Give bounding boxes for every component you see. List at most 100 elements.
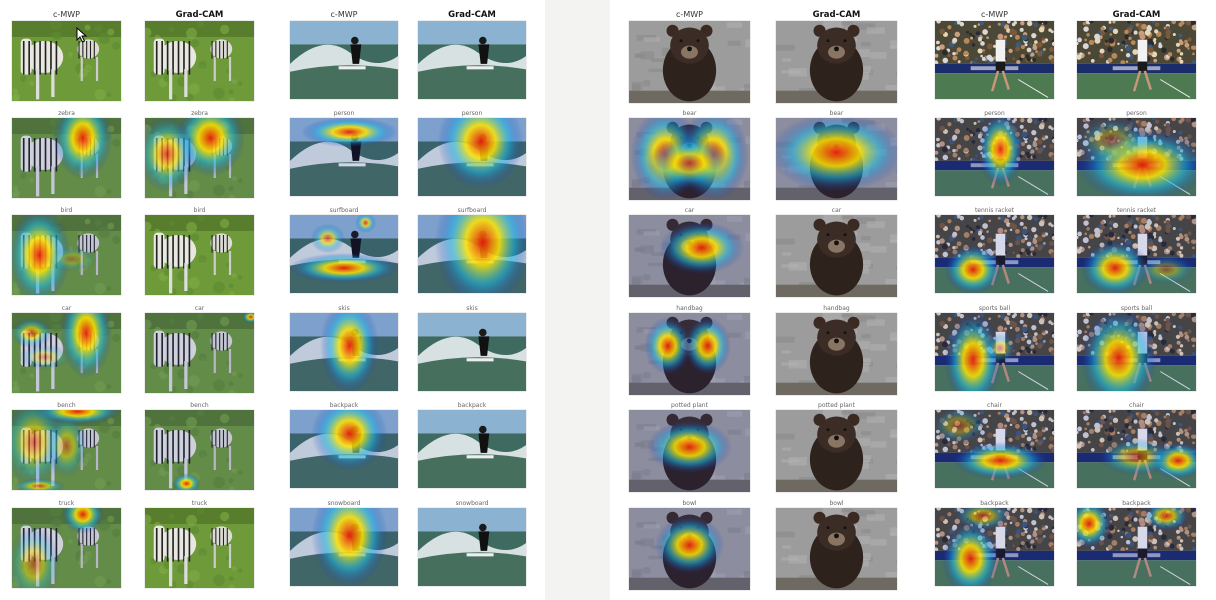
class-label: snowboard bbox=[327, 500, 361, 507]
column-title: c-MWP bbox=[981, 10, 1008, 19]
heatmap-image bbox=[629, 118, 750, 200]
class-label: backpack bbox=[329, 402, 359, 409]
heatmap-image bbox=[12, 508, 121, 588]
heatmap-blob bbox=[1077, 508, 1112, 549]
heatmap-image bbox=[1077, 215, 1196, 293]
heatmap-blob bbox=[12, 525, 60, 588]
heatmap-blob bbox=[311, 508, 388, 586]
heatmap-blob bbox=[944, 313, 1002, 391]
heatmap-blob bbox=[1077, 118, 1151, 167]
class-label: bear bbox=[829, 110, 844, 117]
heatmap-blob bbox=[45, 414, 88, 478]
heatmap-image bbox=[290, 410, 398, 488]
class-label: potted plant bbox=[818, 402, 855, 409]
heatmap-image bbox=[12, 410, 121, 490]
heatmap-blob bbox=[12, 215, 71, 295]
heatmap-blob bbox=[172, 473, 201, 490]
heatmap-image bbox=[12, 215, 121, 295]
heatmap-image bbox=[290, 215, 398, 293]
class-label: car bbox=[831, 207, 842, 214]
original-image bbox=[1077, 21, 1196, 99]
class-label: potted plant bbox=[671, 402, 708, 409]
heatmap-blob bbox=[646, 136, 733, 190]
original-image bbox=[290, 21, 398, 99]
class-label: bowl bbox=[829, 500, 844, 507]
heatmap-blob bbox=[242, 313, 254, 324]
heatmap-blob bbox=[301, 118, 398, 148]
heatmap-blob bbox=[45, 246, 99, 272]
heatmap-blob bbox=[1080, 313, 1157, 391]
heatmap-image bbox=[935, 118, 1054, 196]
heatmap-blob bbox=[1080, 240, 1150, 293]
original-image bbox=[418, 21, 526, 99]
original-image bbox=[145, 21, 254, 101]
heatmap-blob bbox=[985, 333, 1016, 364]
heatmap-blob bbox=[145, 118, 197, 193]
class-label: handbag bbox=[676, 305, 703, 312]
heatmap-blob bbox=[1143, 508, 1190, 531]
heatmap-image bbox=[776, 508, 897, 590]
original-image bbox=[776, 21, 897, 103]
heatmap-image bbox=[629, 215, 750, 297]
class-label: chair bbox=[987, 402, 1002, 409]
column-title: Grad-CAM bbox=[1112, 10, 1161, 20]
heatmap-image bbox=[145, 508, 254, 588]
column-title: c-MWP bbox=[676, 10, 703, 19]
heatmap-image bbox=[12, 313, 121, 393]
heatmap-image bbox=[629, 508, 750, 590]
class-label: sports ball bbox=[978, 305, 1011, 312]
heatmap-blob bbox=[944, 244, 1002, 293]
heatmap-image bbox=[629, 410, 750, 492]
class-label: bench bbox=[190, 402, 209, 409]
heatmap-blob bbox=[1137, 254, 1195, 285]
class-label: bench bbox=[57, 402, 76, 409]
heatmap-blob bbox=[954, 508, 1012, 531]
heatmap-image bbox=[290, 508, 398, 586]
heatmap-image bbox=[935, 313, 1054, 391]
heatmap-blob bbox=[59, 313, 113, 378]
heatmap-blob bbox=[53, 118, 113, 179]
heatmap-blob bbox=[311, 410, 388, 471]
heatmap-blob bbox=[434, 215, 526, 293]
heatmap-blob bbox=[942, 521, 1000, 586]
heatmap-image bbox=[1077, 118, 1196, 196]
column-title: Grad-CAM bbox=[448, 10, 496, 20]
heatmap-blob bbox=[684, 316, 731, 375]
heatmap-blob bbox=[659, 221, 745, 275]
heatmap-image bbox=[145, 313, 254, 393]
heatmap-image bbox=[418, 215, 526, 293]
heatmap-image bbox=[935, 215, 1054, 293]
class-label: car bbox=[61, 305, 72, 312]
class-label: bowl bbox=[682, 500, 697, 507]
heatmap-blob bbox=[310, 223, 346, 254]
class-label: person bbox=[984, 110, 1005, 117]
heatmap-blob bbox=[13, 478, 66, 490]
heatmap-blob bbox=[646, 420, 733, 474]
heatmap-blob bbox=[654, 516, 725, 574]
class-label: car bbox=[684, 207, 695, 214]
heatmap-blob bbox=[644, 316, 691, 375]
heatmap-blob bbox=[355, 215, 376, 233]
mouse-cursor-icon bbox=[76, 27, 88, 43]
class-label: person bbox=[333, 110, 355, 117]
heatmap-image bbox=[776, 410, 897, 492]
heatmap-image bbox=[776, 215, 897, 297]
class-label: backpack bbox=[980, 500, 1009, 507]
column-title: c-MWP bbox=[330, 10, 358, 19]
heatmap-image bbox=[1077, 313, 1196, 391]
original-image bbox=[12, 21, 121, 101]
class-label: backpack bbox=[457, 402, 487, 409]
class-label: snowboard bbox=[455, 500, 489, 507]
class-label: truck bbox=[58, 500, 75, 507]
column-title: Grad-CAM bbox=[812, 10, 861, 20]
class-label: sports ball bbox=[1120, 305, 1153, 312]
heatmap-image bbox=[418, 410, 526, 488]
column-title: c-MWP bbox=[53, 10, 80, 19]
class-label: surfboard bbox=[329, 207, 359, 214]
heatmap-image bbox=[145, 215, 254, 295]
class-label: person bbox=[461, 110, 483, 117]
heatmap-blob bbox=[320, 313, 379, 391]
heatmap-blob bbox=[977, 118, 1024, 187]
class-label: tennis racket bbox=[1116, 207, 1157, 214]
column-title: Grad-CAM bbox=[175, 10, 224, 20]
